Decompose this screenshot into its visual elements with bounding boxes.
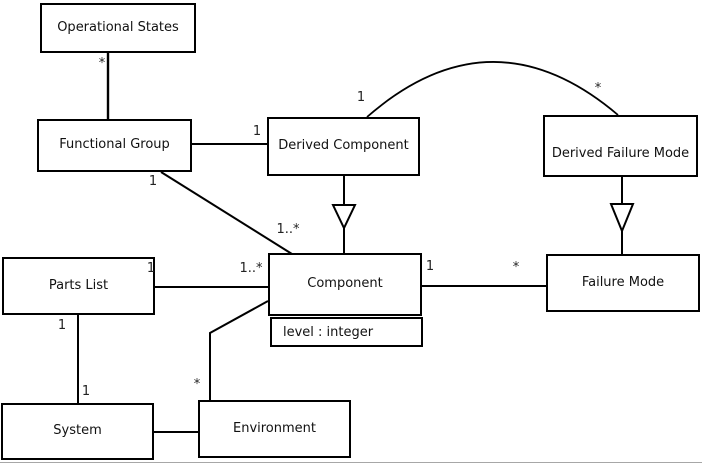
multiplicity-component: 1 — [425, 259, 435, 274]
class-attribute: level : integer — [283, 324, 374, 340]
association-arc-derived-component-derived-failure-mode[interactable] — [366, 61, 619, 118]
multiplicity-environment: * — [193, 377, 201, 392]
multiplicity-component-from-parts-list: 1..* — [239, 261, 263, 276]
class-name: Operational States — [57, 19, 179, 35]
class-box-derived-failure-mode[interactable]: Derived Failure Mode — [543, 115, 698, 177]
class-box-derived-component[interactable]: Derived Component — [267, 117, 420, 176]
multiplicity-component-from-functional-group: 1..* — [276, 222, 300, 237]
class-box-component[interactable]: Component — [268, 253, 422, 316]
class-name: Derived Failure Mode — [551, 145, 690, 161]
multiplicity-arc-derived-component: 1 — [356, 90, 366, 105]
multiplicity-derived-component: 1 — [252, 124, 262, 139]
class-name: Parts List — [48, 277, 109, 293]
association-environment-component[interactable] — [209, 300, 269, 400]
window-bottom-edge — [0, 462, 702, 463]
class-box-operational-states[interactable]: Operational States — [40, 3, 196, 53]
association-functional-group-component[interactable] — [160, 171, 293, 255]
class-name: System — [53, 423, 102, 439]
class-name: Environment — [232, 420, 316, 436]
multiplicity-operational-states: * — [98, 56, 106, 71]
class-box-system[interactable]: System — [1, 403, 154, 460]
class-attributes-component[interactable]: level : integer — [270, 317, 423, 347]
multiplicity-parts-list-system-top: 1 — [57, 318, 67, 333]
multiplicity-functional-group: 1 — [148, 174, 158, 189]
generalization-arrow-icon — [609, 203, 635, 234]
class-box-failure-mode[interactable]: Failure Mode — [546, 254, 700, 312]
class-box-functional-group[interactable]: Functional Group — [37, 119, 192, 172]
generalization-arrow-icon — [331, 204, 357, 231]
class-box-environment[interactable]: Environment — [198, 400, 351, 458]
class-box-parts-list[interactable]: Parts List — [2, 257, 155, 315]
multiplicity-arc-derived-failure-mode: * — [594, 81, 602, 96]
multiplicity-failure-mode: * — [512, 260, 520, 275]
class-name: Derived Component — [278, 138, 409, 154]
class-name: Functional Group — [59, 137, 170, 153]
class-name: Component — [307, 276, 383, 292]
multiplicity-parts-list-system-bottom: 1 — [81, 384, 91, 399]
class-name: Failure Mode — [581, 274, 665, 290]
multiplicity-parts-list: 1 — [146, 261, 156, 276]
